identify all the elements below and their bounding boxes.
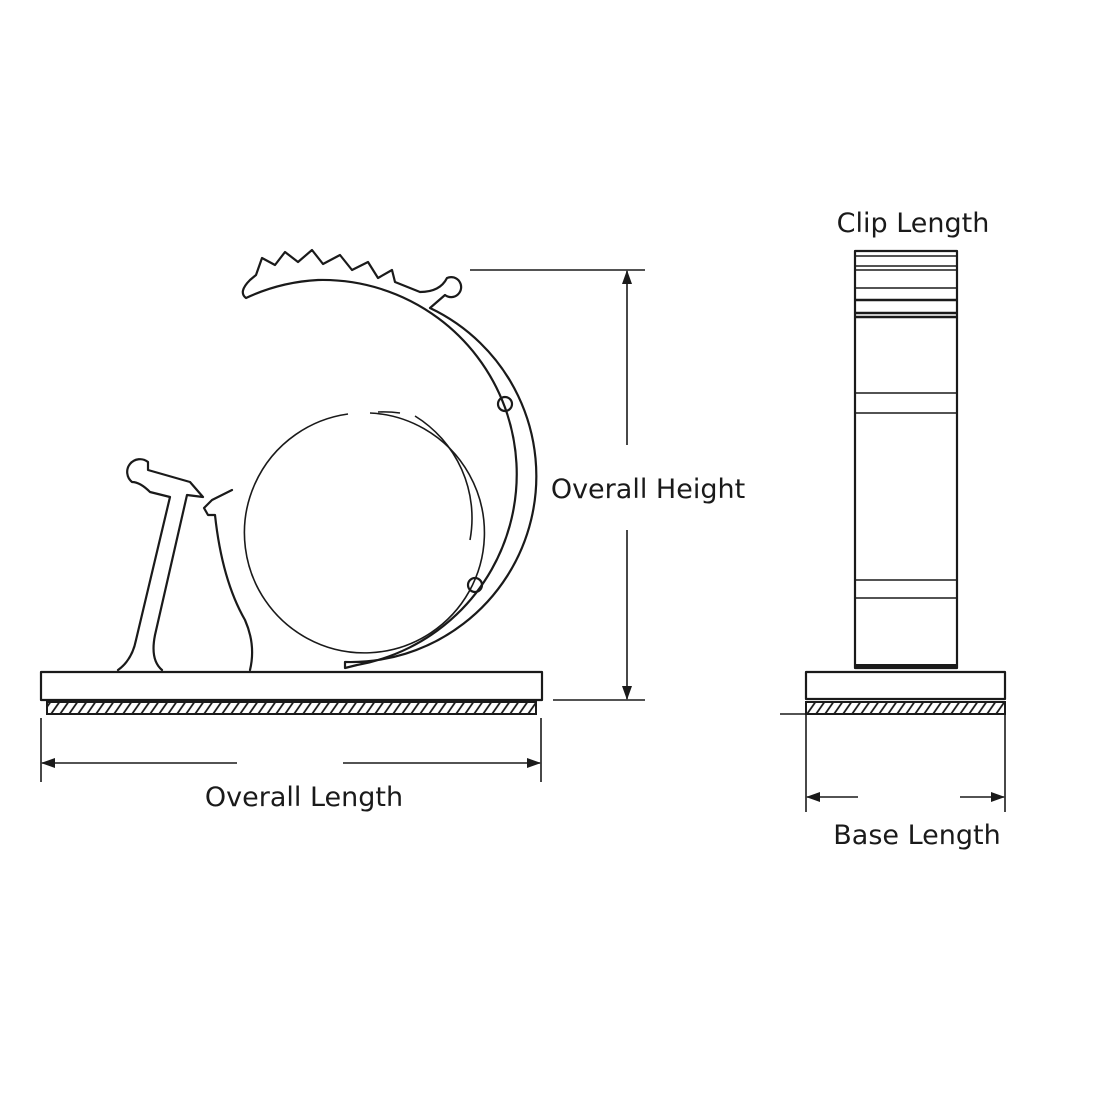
clip-inner-arm (202, 488, 254, 672)
side-adhesive-layer (805, 701, 1006, 715)
side-base (804, 670, 1007, 701)
clip-band (241, 248, 538, 670)
clip-length-label: Clip Length (837, 208, 990, 239)
side-clip-lines (855, 255, 957, 599)
front-base (39, 670, 544, 702)
cable-circle (243, 412, 486, 654)
front-adhesive-layer (46, 701, 537, 715)
clip-lever (116, 458, 205, 672)
overall-length-label: Overall Length (205, 782, 403, 813)
base-length-label: Base Length (833, 820, 1000, 851)
cable-circle-dash (377, 411, 473, 541)
band-bump (496, 395, 514, 413)
band-bump (466, 576, 484, 594)
front-view: Overall Height Overall Length (39, 248, 745, 813)
overall-height-label: Overall Height (551, 474, 745, 505)
side-view: Clip Length Base Length (780, 208, 1007, 851)
